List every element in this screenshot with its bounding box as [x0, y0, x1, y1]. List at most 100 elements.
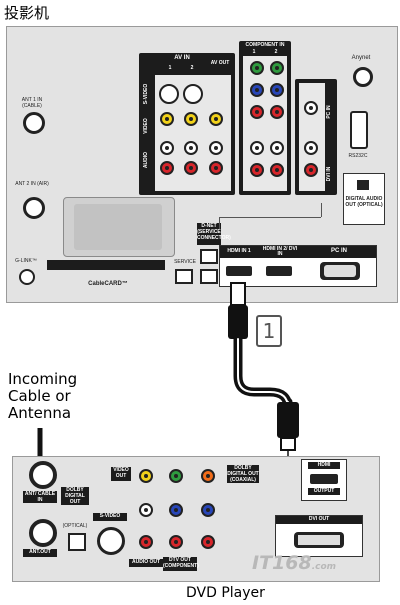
av1-svideo-port	[159, 84, 179, 104]
dvd-pb-jack	[169, 503, 183, 517]
dvd-optical-label: (OPTICAL)	[62, 523, 88, 529]
dvd-back-panel: ANT/ CABLE IN ANT.OUT DOLBY DIGITAL OUT …	[12, 456, 380, 582]
hdmi-plug-top-tip	[230, 282, 246, 306]
cablecard-label: CableCARD™	[88, 281, 128, 287]
dvd-pr-jack	[169, 535, 183, 549]
dvi-audio-l-jack	[304, 141, 318, 155]
step-number: 1	[262, 319, 276, 343]
av1-audio-l-jack	[160, 141, 174, 155]
tv-back-panel: ANT 1 IN (CABLE) ANT 2 IN (AIR) G-LINK™ …	[6, 26, 398, 303]
av2-audio-l-jack	[184, 141, 198, 155]
comp2-audio-l-jack	[270, 141, 284, 155]
component-in-label: COMPONENT IN	[245, 42, 285, 48]
incoming-line2: Cable or	[8, 387, 71, 405]
pc-in-label: PC IN	[330, 248, 347, 254]
dvd-video-out-label: VIDEO OUT	[111, 467, 131, 481]
av-in-1-label: 1	[168, 65, 172, 71]
rs232c-port	[350, 111, 368, 149]
dvd-coax-jack	[201, 469, 215, 483]
dvd-dvi-port	[294, 532, 344, 548]
dvd-extra-jack-1	[201, 503, 215, 517]
cablecard-bay	[63, 197, 175, 257]
anynet-jack	[353, 67, 373, 87]
dvd-extra-jack-2	[201, 535, 215, 549]
dvd-ant-in-label: ANT/ CABLE IN	[23, 491, 57, 503]
dvd-audio-l-jack	[139, 503, 153, 517]
dvd-ant-out-label: ANT.OUT	[23, 549, 57, 557]
ant2-connector	[23, 197, 45, 219]
watermark-logo: IT168.com	[252, 552, 336, 574]
dvd-ant-out-connector	[29, 519, 57, 547]
incoming-line1: Incoming	[8, 370, 78, 388]
ant1-connector	[23, 112, 45, 134]
ant1-in-label: ANT 1 IN (CABLE)	[21, 97, 43, 109]
watermark-text: IT168	[252, 552, 312, 574]
dvd-hdmi-label: HDMI	[308, 462, 340, 469]
dvd-ant-in-connector	[29, 461, 57, 489]
avout-audio-l-jack	[209, 141, 223, 155]
dnet-port-2	[200, 269, 218, 284]
optical-out-box: DIGITAL AUDIO OUT (OPTICAL)	[343, 173, 385, 225]
dvd-svideo-port	[97, 527, 125, 555]
dnet-port	[200, 249, 218, 264]
avout-audio-r-jack	[209, 161, 223, 175]
comp1-y-jack	[250, 61, 264, 75]
dvi-audio-r-jack	[304, 163, 318, 177]
rs232c-label: RS232C	[348, 153, 368, 159]
comp2-pb-jack	[270, 83, 284, 97]
hdmi-in1-label: HDMI IN 1	[227, 248, 251, 254]
digital-audio-out-label: DIGITAL AUDIO OUT (OPTICAL)	[345, 196, 383, 208]
hdmi-cable-line	[233, 334, 293, 409]
watermark-sub: .com	[311, 562, 337, 572]
dvd-audio-r-jack	[139, 535, 153, 549]
dvd-video-out-jack	[139, 469, 153, 483]
comp1-audio-l-jack	[250, 141, 264, 155]
incoming-label: Incoming Cable or Antenna	[8, 371, 77, 422]
cablecard-slot	[47, 260, 165, 270]
glink-label: G-LINK™	[15, 258, 37, 264]
avout-video-jack	[209, 112, 223, 126]
hdmi-plug-bottom-body	[277, 402, 299, 438]
dvd-y-jack	[169, 469, 183, 483]
av2-audio-r-jack	[184, 161, 198, 175]
av1-video-jack	[160, 112, 174, 126]
dvd-dolby-coax-label: DOLBY DIGITAL OUT (COAXIAL)	[227, 465, 259, 483]
comp1-audio-r-jack	[250, 163, 264, 177]
av2-video-jack	[184, 112, 198, 126]
av-in-2-label: 2	[190, 65, 194, 71]
dvd-dtv-out-label: DTV OUT (COMPONENT)	[163, 557, 199, 571]
dvd-dolby-optical-label: DOLBY DIGITAL OUT	[61, 487, 89, 505]
dvd-svideo-label: S-VIDEO	[93, 513, 127, 521]
hdmi-plug-bottom-tip	[280, 437, 296, 451]
comp2-pr-jack	[270, 105, 284, 119]
av-in-label: AV IN	[174, 55, 190, 61]
component-1-label: 1	[252, 49, 256, 55]
glink-jack	[19, 269, 35, 285]
optical-port	[357, 180, 369, 190]
av-out-label: AV OUT	[210, 60, 230, 66]
dvd-output-label: OUTPUT	[308, 488, 340, 495]
av1-audio-r-jack	[160, 161, 174, 175]
dvd-optical-port	[68, 533, 86, 551]
pc-in-vga-port	[320, 262, 360, 280]
hdmi-pc-strip: HDMI IN 1 HDMI IN 2/ DVI IN PC IN	[219, 245, 377, 287]
step-number-box: 1	[256, 315, 282, 347]
anynet-label: Anynet	[351, 55, 371, 61]
dnet-label: D-NET (SERVICE CONNECTOR)	[197, 223, 231, 245]
dvd-player-label: DVD Player	[186, 585, 265, 601]
incoming-line3: Antenna	[8, 404, 72, 422]
comp1-pr-jack	[250, 105, 264, 119]
bracket-line	[219, 217, 321, 218]
dvd-hdmi-output-box: HDMI OUTPUT	[301, 459, 347, 501]
dvd-audio-out-label: AUDIO OUT	[129, 559, 163, 567]
hdmi-plug-top-body	[228, 305, 248, 339]
dvd-dvi-out-box: DVI OUT	[275, 515, 363, 557]
service-port	[175, 269, 193, 284]
ant2-in-label: ANT 2 IN (AIR)	[15, 181, 49, 187]
page-title: 投影机	[4, 4, 50, 22]
dvd-dvi-out-label: DVI OUT	[276, 516, 362, 524]
comp2-audio-r-jack	[270, 163, 284, 177]
av2-svideo-port	[183, 84, 203, 104]
pc-audio-jack	[304, 101, 318, 115]
